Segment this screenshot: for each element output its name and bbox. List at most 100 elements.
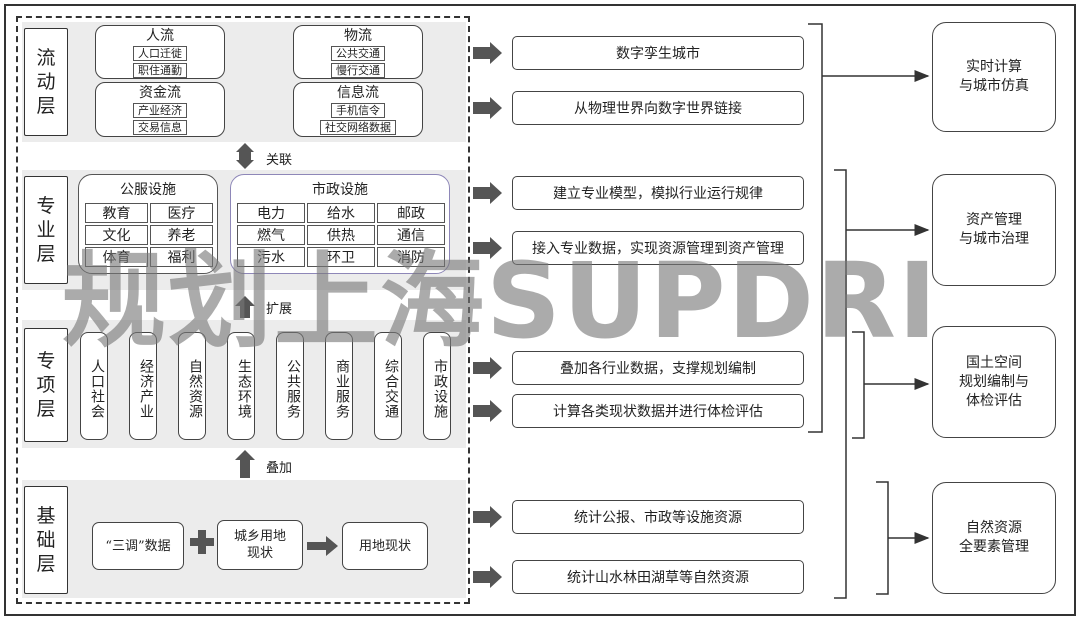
- facility-cell: 通信: [377, 225, 445, 245]
- public-facilities-grid: 教育 医疗 文化 养老 体育 福利: [85, 203, 213, 267]
- box-line: 与城市治理: [959, 231, 1029, 247]
- facility-cell: 医疗: [150, 203, 213, 223]
- box-line: 自然资源: [966, 520, 1022, 536]
- group-title: 资金流: [139, 85, 181, 101]
- facility-cell: 邮政: [377, 203, 445, 223]
- label-char: 层: [36, 243, 56, 265]
- box-line: 实时计算: [966, 59, 1022, 75]
- base-layer-label: 基 础 层: [24, 486, 68, 594]
- status-evaluation-box: 计算各类现状数据并进行体检评估: [512, 394, 804, 428]
- survey-data-box: “三调”数据: [92, 522, 184, 570]
- box-line: 国土空间: [966, 354, 1022, 371]
- box-line: 体检评估: [966, 392, 1022, 409]
- extend-label: 扩展: [266, 302, 293, 317]
- flow-layer-label: 流 动 层: [24, 28, 68, 136]
- arrow-icon: [473, 182, 502, 204]
- label-char: 动: [36, 71, 56, 93]
- realtime-simulation-box: 实时计算 与城市仿真: [932, 22, 1056, 132]
- people-flow-box: 人流 人口迁徙 职住通勤: [95, 25, 225, 79]
- arrow-up-icon: [235, 296, 255, 318]
- facility-cell: 供热: [307, 225, 375, 245]
- bracket-natural: [876, 481, 889, 595]
- facility-cell: 福利: [150, 247, 213, 267]
- professional-data-box: 接入专业数据，实现资源管理到资产管理: [512, 231, 804, 265]
- label-char: 础: [36, 529, 56, 551]
- data-layers-frame: [16, 16, 470, 604]
- bracket-planning: [852, 331, 865, 439]
- group-title: 物流: [344, 28, 372, 44]
- municipal-facilities-grid: 电力 给水 邮政 燃气 供热 通信 污水 环卫 消防: [237, 203, 445, 267]
- box-line: 现状: [246, 546, 273, 561]
- label-char: 专: [36, 195, 56, 217]
- bracket-realtime: [808, 23, 823, 433]
- double-arrow-icon: [236, 143, 254, 169]
- professional-model-box: 建立专业模型，模拟行业运行规律: [512, 176, 804, 210]
- label-char: 层: [36, 95, 56, 117]
- digital-twin-box: 数字孪生城市: [512, 36, 804, 70]
- flow-item: 职住通勤: [133, 63, 187, 78]
- facility-cell: 体育: [85, 247, 148, 267]
- facility-cell: 环卫: [307, 247, 375, 267]
- facility-cell: 电力: [237, 203, 305, 223]
- special-item-municipal: 市政设施: [423, 332, 451, 440]
- natural-resource-statistics-box: 统计山水林田湖草等自然资源: [512, 560, 804, 594]
- special-item-commerce: 商业服务: [325, 332, 353, 440]
- box-line: 资产管理: [966, 212, 1022, 228]
- bracket-asset: [834, 169, 847, 599]
- flow-item: 交易信息: [133, 120, 187, 135]
- arrow-icon: [473, 237, 502, 259]
- physical-digital-link-box: 从物理世界向数字世界链接: [512, 91, 804, 125]
- box-line: 全要素管理: [959, 539, 1029, 555]
- group-title: 公服设施: [120, 182, 176, 198]
- capital-flow-box: 资金流 产业经济 交易信息: [95, 82, 225, 137]
- flow-item: 慢行交通: [331, 63, 385, 78]
- special-layer-label: 专 项 层: [24, 328, 68, 442]
- plus-icon: [190, 530, 214, 554]
- industry-data-overlay-box: 叠加各行业数据，支撑规划编制: [512, 351, 804, 385]
- facility-cell: 教育: [85, 203, 148, 223]
- layer-to-middle-arrows: [473, 42, 502, 588]
- asset-governance-box: 资产管理 与城市治理: [932, 174, 1056, 286]
- natural-resource-management-box: 自然资源 全要素管理: [932, 482, 1056, 594]
- overlay-label: 叠加: [266, 461, 293, 476]
- arrow-icon: [473, 400, 502, 422]
- special-item-natural-resources: 自然资源: [178, 332, 206, 440]
- special-item-economy: 经济产业: [129, 332, 157, 440]
- diagram-frame: [4, 4, 1076, 616]
- special-item-public-service: 公共服务: [276, 332, 304, 440]
- facility-cell: 文化: [85, 225, 148, 245]
- special-item-ecology: 生态环境: [227, 332, 255, 440]
- group-title: 信息流: [337, 85, 379, 101]
- label-char: 层: [36, 553, 56, 575]
- label-char: 项: [36, 374, 56, 396]
- flow-item: 公共交通: [331, 46, 385, 61]
- facility-cell: 给水: [307, 203, 375, 223]
- flow-item: 人口迁徙: [133, 46, 187, 61]
- arrow-icon: [473, 566, 502, 588]
- municipal-facilities-group: 市政设施 电力 给水 邮政 燃气 供热 通信 污水 环卫 消防: [230, 174, 450, 274]
- facility-statistics-box: 统计公报、市政等设施资源: [512, 500, 804, 534]
- spatial-planning-box: 国土空间 规划编制与 体检评估: [932, 326, 1056, 438]
- facility-cell: 养老: [150, 225, 213, 245]
- arrow-up-icon: [235, 450, 255, 478]
- arrow-icon: [473, 42, 502, 64]
- special-item-transport: 综合交通: [374, 332, 402, 440]
- arrow-icon: [473, 97, 502, 119]
- facility-cell: 污水: [237, 247, 305, 267]
- relate-label: 关联: [266, 153, 293, 168]
- group-title: 人流: [146, 28, 174, 44]
- public-facilities-group: 公服设施 教育 医疗 文化 养老 体育 福利: [78, 174, 218, 274]
- facility-cell: 燃气: [237, 225, 305, 245]
- box-line: 城乡用地: [233, 529, 286, 544]
- box-line: 与城市仿真: [959, 78, 1029, 94]
- label-char: 业: [36, 219, 56, 241]
- group-title: 市政设施: [312, 182, 368, 198]
- arrow-icon: [473, 506, 502, 528]
- label-char: 层: [36, 398, 56, 420]
- current-landuse-box: 用地现状: [342, 522, 428, 570]
- information-flow-box: 信息流 手机信令 社交网络数据: [293, 82, 423, 137]
- special-item-population: 人口社会: [80, 332, 108, 440]
- label-char: 基: [36, 505, 56, 527]
- base-layer-operators: [190, 530, 338, 556]
